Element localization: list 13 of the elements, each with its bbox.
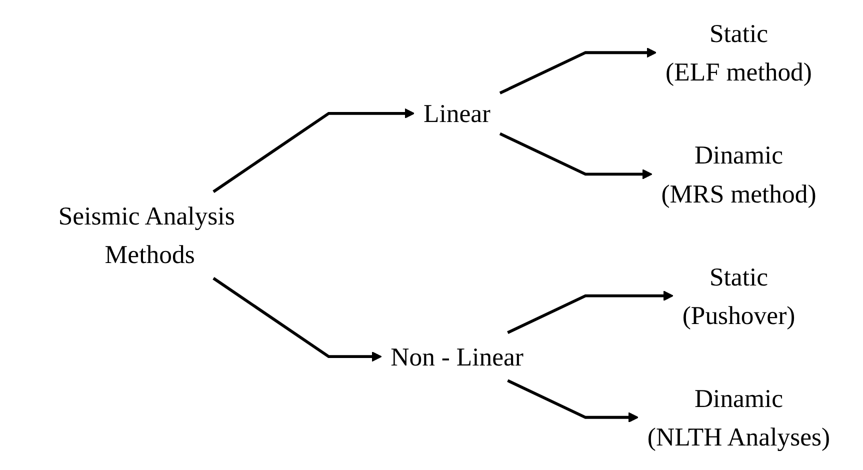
node-text: Linear — [424, 98, 491, 128]
node-text: Static (Pushover) — [682, 262, 796, 330]
arrow — [499, 47, 657, 94]
arrow — [507, 290, 674, 334]
arrow — [507, 379, 639, 423]
node-text: Seismic Analysis Methods — [58, 201, 235, 269]
arrow — [212, 277, 382, 362]
arrow — [499, 132, 652, 180]
arrow — [212, 108, 415, 193]
node-text: Dinamic (NLTH Analyses) — [647, 383, 830, 452]
node-text: Static (ELF method) — [666, 18, 812, 87]
node-text: Non - Linear — [390, 342, 524, 372]
node-text: Dinamic (MRS method) — [661, 140, 816, 208]
